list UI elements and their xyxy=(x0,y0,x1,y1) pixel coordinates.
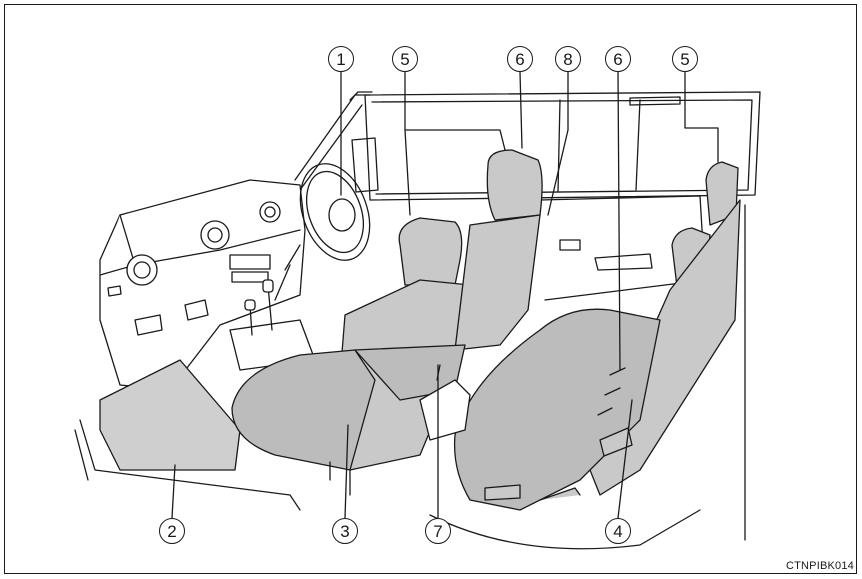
dashboard xyxy=(99,179,306,391)
leader-lines xyxy=(171,71,719,519)
callout-3: 3 xyxy=(332,518,358,544)
callout-8: 8 xyxy=(555,46,581,72)
callout-4: 4 xyxy=(605,518,631,544)
callout-7: 7 xyxy=(425,518,451,544)
callout-6-front: 6 xyxy=(507,46,533,72)
a-pillar xyxy=(294,91,379,193)
steering-wheel xyxy=(274,163,371,301)
callout-5-rear: 5 xyxy=(672,46,698,72)
callout-6-rear: 6 xyxy=(605,46,631,72)
rear-window-frame xyxy=(364,91,761,201)
callout-2: 2 xyxy=(159,518,185,544)
floor-mat xyxy=(99,359,241,471)
figure-code: CTNPIBK014 xyxy=(785,560,854,572)
callout-5-front: 5 xyxy=(392,46,418,72)
callout-1: 1 xyxy=(328,46,354,72)
door-sill xyxy=(79,419,301,511)
rear-bench-seat xyxy=(453,161,741,511)
diagram-frame xyxy=(4,4,857,574)
